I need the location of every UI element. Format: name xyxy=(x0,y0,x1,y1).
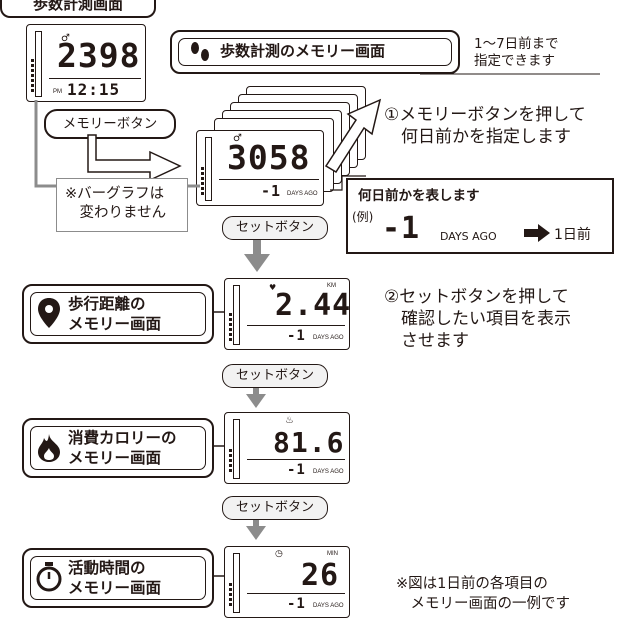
set-button[interactable]: セットボタン xyxy=(222,364,328,388)
distance-display: ♥ KM 2.44 -1 DAYS AGO xyxy=(224,278,350,350)
days-ago-unit: DAYS AGO xyxy=(313,603,344,609)
example-footnote: ※図は1日前の各項目の メモリー画面の一例です xyxy=(396,576,570,612)
distance-label: 歩行距離の メモリー画面 xyxy=(68,295,162,333)
activity-time-label: 活動時間の メモリー画面 xyxy=(68,559,162,597)
clock-time: 12:15 xyxy=(67,80,121,99)
calories-label-box: 消費カロリーの メモリー画面 xyxy=(22,418,214,478)
bargraph-note: ※バーグラフは 変わりません xyxy=(65,186,167,221)
bargraph xyxy=(35,31,42,97)
days-range-hint: 1～7日前まで 指定できます xyxy=(474,36,559,69)
distance-value: 2.44 xyxy=(275,288,352,323)
step2-instruction: ②セットボタンを押して 確認したい項目を表示 させます xyxy=(384,287,571,351)
step-count-display: ♂ 2398 PM 12:15 xyxy=(26,24,146,102)
screen-title-tab: 歩数計測画面 xyxy=(0,0,156,18)
days-ago-unit: DAYS AGO xyxy=(287,191,318,197)
set-button[interactable]: セットボタン xyxy=(222,216,328,240)
example-label: (例) xyxy=(352,210,374,224)
days-ago-unit: DAYS AGO xyxy=(313,335,344,341)
days-ago-explain-box: 何日前かを表します (例) -1 DAYS AGO 1日前 xyxy=(346,178,614,254)
set-button[interactable]: セットボタン xyxy=(222,496,328,520)
days-ago-unit: DAYS AGO xyxy=(313,469,344,475)
calorie-flame-icon: ♨ xyxy=(285,415,294,426)
memory-screen-title-box: 歩数計測のメモリー画面 xyxy=(170,30,460,74)
distance-unit: KM xyxy=(327,283,336,289)
walker-icon: ♂ xyxy=(233,133,242,144)
stopwatch-icon xyxy=(36,562,62,592)
example-result: 1日前 xyxy=(554,227,591,243)
calories-value: 81.6 xyxy=(273,426,345,459)
distance-label-box: 歩行距離の メモリー画面 xyxy=(22,284,214,344)
memory-step-value: 3058 xyxy=(227,138,311,177)
location-pin-icon xyxy=(38,298,60,328)
example-days-unit: DAYS AGO xyxy=(440,230,497,243)
memory-screen-title: 歩数計測のメモリー画面 xyxy=(220,42,386,60)
activity-time-unit: MIN xyxy=(327,551,338,557)
calories-display: ♨ 81.6 -1 DAYS AGO xyxy=(224,412,350,484)
memory-display: ♂ 3058 -1 DAYS AGO xyxy=(196,130,324,206)
days-ago-value: -1 xyxy=(287,328,306,344)
footprints-icon xyxy=(191,42,209,61)
activity-time-value: 26 xyxy=(301,558,340,593)
bargraph-note-box: ※バーグラフは 変わりません xyxy=(56,178,188,232)
days-ago-value: -1 xyxy=(261,182,282,200)
walker-icon: ♂ xyxy=(61,33,70,44)
days-explain-title: 何日前かを表します xyxy=(358,188,480,204)
days-ago-value: -1 xyxy=(287,596,306,612)
flame-icon xyxy=(38,434,60,462)
distance-pin-icon: ♥ xyxy=(269,283,277,292)
stopwatch-small-icon: ◷ xyxy=(275,549,283,559)
step1-instruction: ①メモリーボタンを押して 何日前かを指定します xyxy=(384,105,586,147)
activity-time-label-box: 活動時間の メモリー画面 xyxy=(22,548,214,608)
display-divider xyxy=(49,78,141,79)
step-count-value: 2398 xyxy=(57,36,141,75)
bargraph-ticks xyxy=(31,59,34,94)
example-days-value: -1 xyxy=(382,211,421,246)
days-ago-value: -1 xyxy=(287,462,306,478)
activity-time-display: ◷ MIN 26 -1 DAYS AGO xyxy=(224,546,350,618)
memory-button[interactable]: メモリーボタン xyxy=(44,109,176,139)
calories-label: 消費カロリーの メモリー画面 xyxy=(68,429,177,467)
pm-indicator: PM xyxy=(53,89,62,95)
right-arrow-icon xyxy=(524,224,550,242)
